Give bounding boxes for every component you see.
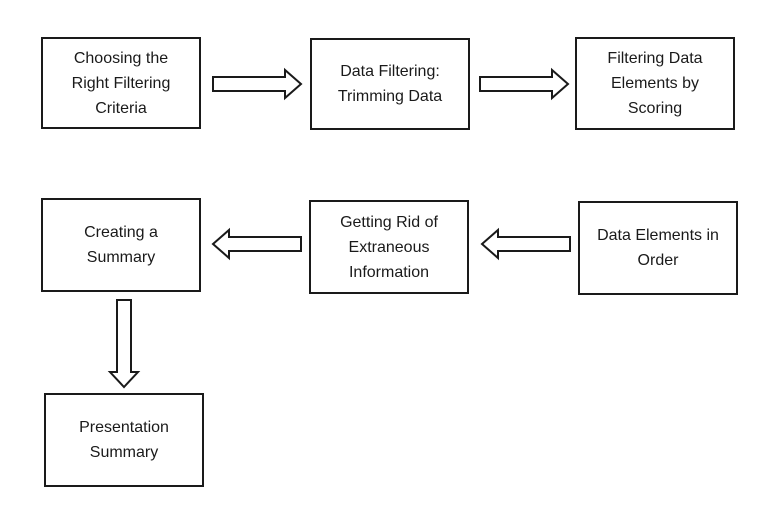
arrow-left-1: [211, 227, 302, 261]
box-label: Data Filtering: Trimming Data: [337, 63, 443, 105]
box-label: Creating a Summary: [84, 224, 158, 266]
arrow-right-1: [212, 67, 303, 101]
box-label: Filtering Data Elements by Scoring: [607, 50, 703, 117]
box-label: Getting Rid of Extraneous Information: [340, 213, 438, 281]
box-data-filtering: Data Filtering: Trimming Data: [310, 38, 470, 130]
box-presentation-summary: Presentation Summary: [44, 393, 204, 487]
arrow-down: [107, 299, 141, 389]
arrow-right-2: [479, 67, 570, 101]
box-filtering-by-scoring: Filtering Data Elements by Scoring: [575, 37, 735, 130]
box-creating-summary: Creating a Summary: [41, 198, 201, 292]
box-label: Presentation Summary: [79, 419, 169, 461]
box-label: Choosing the Right Filtering Criteria: [71, 49, 171, 117]
box-choosing-criteria: Choosing the Right Filtering Criteria: [41, 37, 201, 129]
box-getting-rid: Getting Rid of Extraneous Information: [309, 200, 469, 294]
box-label: Data Elements in Order: [597, 227, 719, 269]
box-elements-in-order: Data Elements in Order: [578, 201, 738, 295]
arrow-left-2: [480, 227, 571, 261]
